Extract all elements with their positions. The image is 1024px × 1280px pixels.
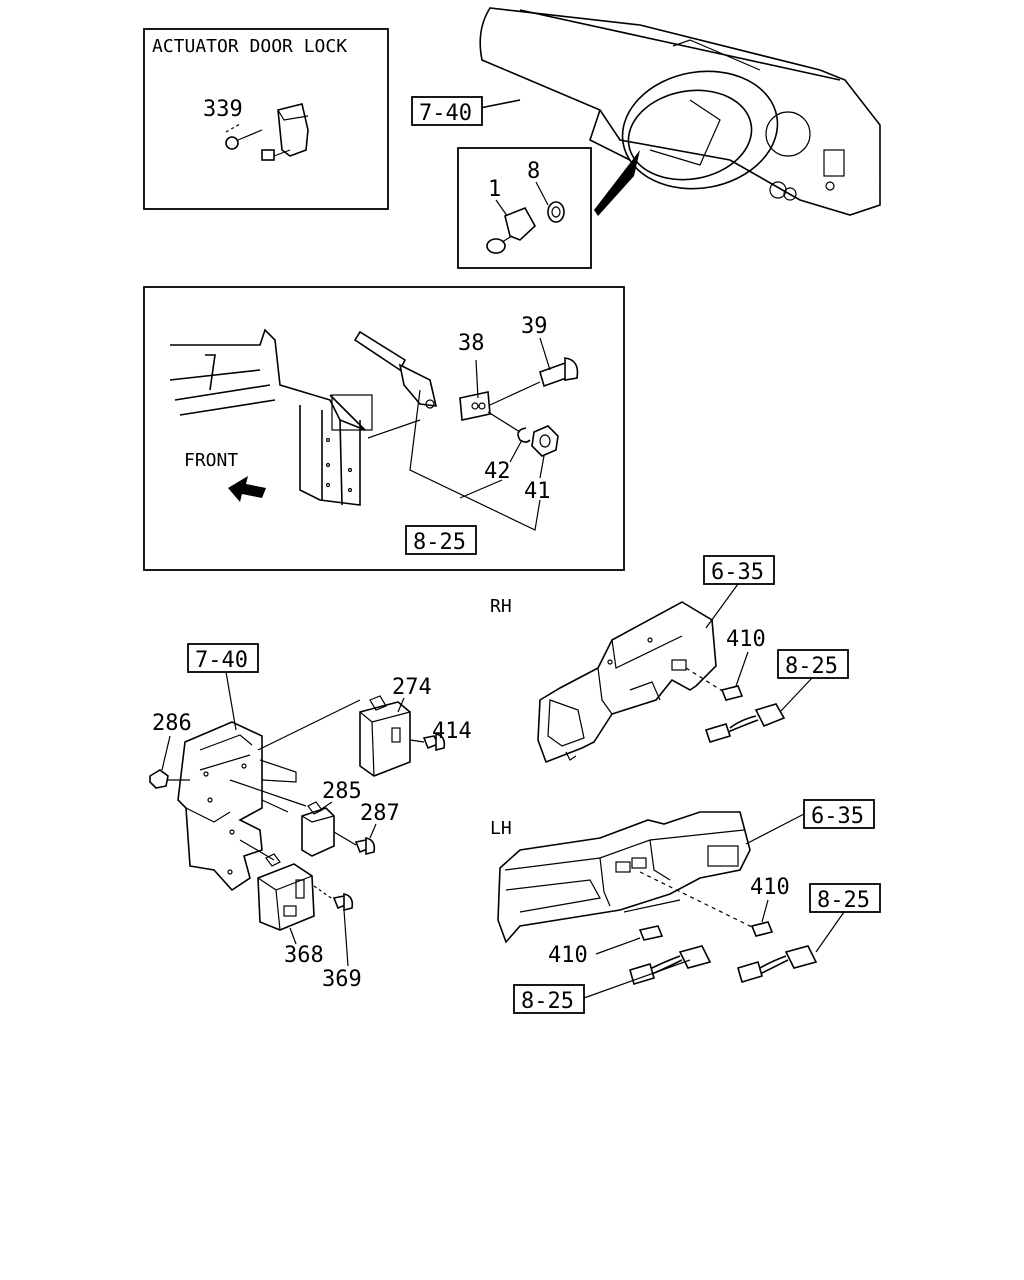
ref-box-cluster-rh-6-35: 6-35 <box>703 555 775 585</box>
rh-cluster-assembly: RH 6-35 410 8-25 <box>490 555 849 764</box>
actuator-part <box>225 103 309 161</box>
svg-text:8-25: 8-25 <box>521 989 574 1014</box>
callout-339: 339 <box>203 97 243 122</box>
callout-38: 38 <box>458 331 485 356</box>
svg-text:8-25: 8-25 <box>413 530 466 555</box>
ref-box-rh-conn-8-25: 8-25 <box>777 649 849 679</box>
svg-text:6-35: 6-35 <box>811 804 864 829</box>
ref-box-dash-7-40: 7-40 <box>411 96 483 126</box>
callout-1: 1 <box>488 177 501 202</box>
svg-text:8-25: 8-25 <box>817 888 870 913</box>
stoplamp-switch-panel: 38 39 42 41 FRONT 8-25 <box>143 286 625 571</box>
ref-box-lh-conn-right-8-25: 8-25 <box>809 883 881 913</box>
lh-label: LH <box>490 818 512 839</box>
callout-39: 39 <box>521 314 548 339</box>
callout-369: 369 <box>322 967 362 992</box>
switch-inset-panel: 1 8 <box>457 147 592 269</box>
ref-box-stoplamp-8-25: 8-25 <box>405 525 477 555</box>
callout-285: 285 <box>322 779 362 804</box>
callout-287: 287 <box>360 801 400 826</box>
actuator-panel-title: ACTUATOR DOOR LOCK <box>152 36 347 57</box>
ref-box-cluster-lh-6-35: 6-35 <box>803 799 875 829</box>
switch-part <box>486 201 565 254</box>
callout-410-rh: 410 <box>726 627 766 652</box>
callout-414: 414 <box>432 719 472 744</box>
callout-410-lh-left: 410 <box>548 943 588 968</box>
callout-410-lh-right: 410 <box>750 875 790 900</box>
lh-cluster-assembly: LH 6-35 410 410 8-25 <box>490 799 881 1014</box>
callout-286: 286 <box>152 711 192 736</box>
callout-274: 274 <box>392 675 432 700</box>
rh-label: RH <box>490 596 512 617</box>
svg-text:6-35: 6-35 <box>711 560 764 585</box>
leader-dash-ref <box>479 99 521 109</box>
callout-368: 368 <box>284 943 324 968</box>
svg-text:7-40: 7-40 <box>419 101 472 126</box>
svg-text:7-40: 7-40 <box>195 648 248 673</box>
svg-text:8-25: 8-25 <box>785 654 838 679</box>
front-label: FRONT <box>184 450 238 471</box>
ref-box-lh-conn-left-8-25: 8-25 <box>513 984 585 1014</box>
relay-bracket-assembly: 7-40 286 274 414 <box>149 643 472 992</box>
front-arrow-icon <box>228 476 266 502</box>
callout-8: 8 <box>527 159 540 184</box>
callout-42: 42 <box>484 459 511 484</box>
ref-box-relay-7-40: 7-40 <box>187 643 259 673</box>
dashboard-sketch <box>479 7 881 216</box>
callout-41: 41 <box>524 479 551 504</box>
actuator-door-lock-panel: ACTUATOR DOOR LOCK 339 <box>143 28 389 210</box>
